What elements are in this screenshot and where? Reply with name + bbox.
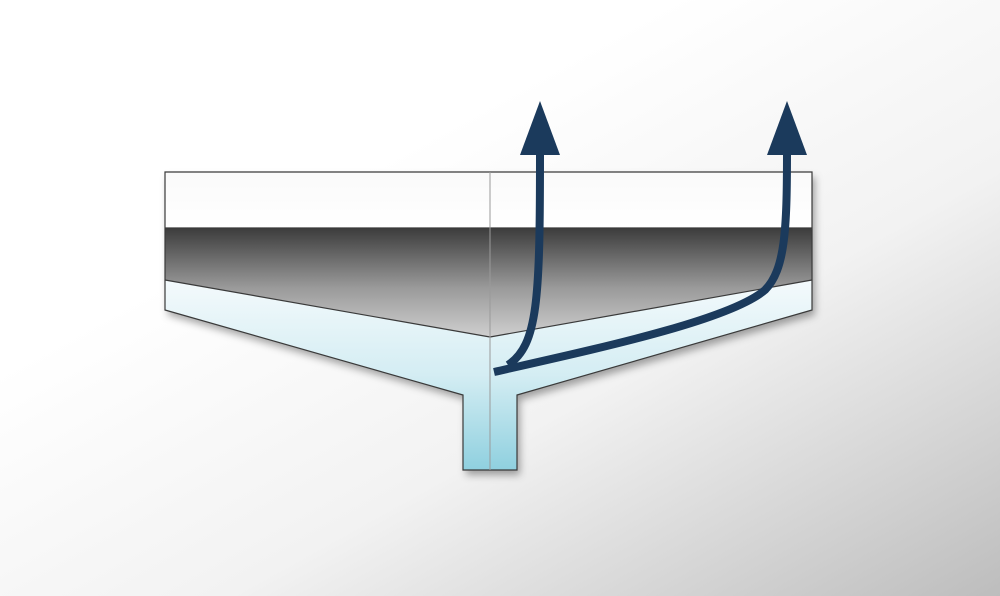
tank-outline: [164, 171, 813, 471]
upflow-arrow-icon: [505, 101, 560, 369]
sludge-blanket-zone: [165, 228, 812, 337]
clear-water-zone: [165, 172, 812, 228]
settling-water-zone: [165, 280, 812, 470]
curved-flow-arrow-icon: [493, 101, 807, 376]
